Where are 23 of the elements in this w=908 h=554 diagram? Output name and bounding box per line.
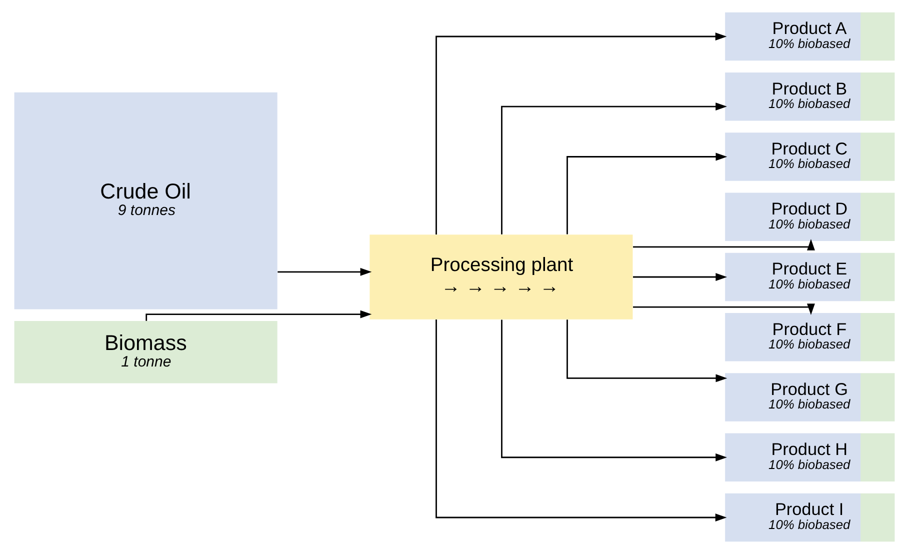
arrow <box>435 319 726 522</box>
node-box: Product E 10% biobased <box>724 252 894 302</box>
node-box: Processing plant → → → → → <box>369 234 632 320</box>
node-box: Product G 10% biobased <box>724 373 894 422</box>
node-box: Product F 10% biobased <box>724 312 894 362</box>
arrow <box>145 310 372 321</box>
arrow <box>632 304 814 315</box>
arrow <box>566 152 727 234</box>
arrow <box>500 320 726 462</box>
arrow <box>277 268 372 276</box>
node-box: Crude Oil 9 tonnes <box>14 92 277 310</box>
arrow <box>632 239 814 250</box>
arrow <box>566 320 727 382</box>
node-box: Product B 10% biobased <box>724 72 894 121</box>
arrow <box>435 32 726 235</box>
node-box: Product A 10% biobased <box>724 12 894 61</box>
node-box: Biomass 1 tonne <box>14 321 277 384</box>
node-box: Product H 10% biobased <box>724 433 894 482</box>
arrow <box>500 102 726 234</box>
node-box: Product C 10% biobased <box>724 132 894 181</box>
node-box: Product D 10% biobased <box>724 192 894 242</box>
arrow <box>632 273 727 281</box>
node-box: Product I 10% biobased <box>724 493 894 542</box>
